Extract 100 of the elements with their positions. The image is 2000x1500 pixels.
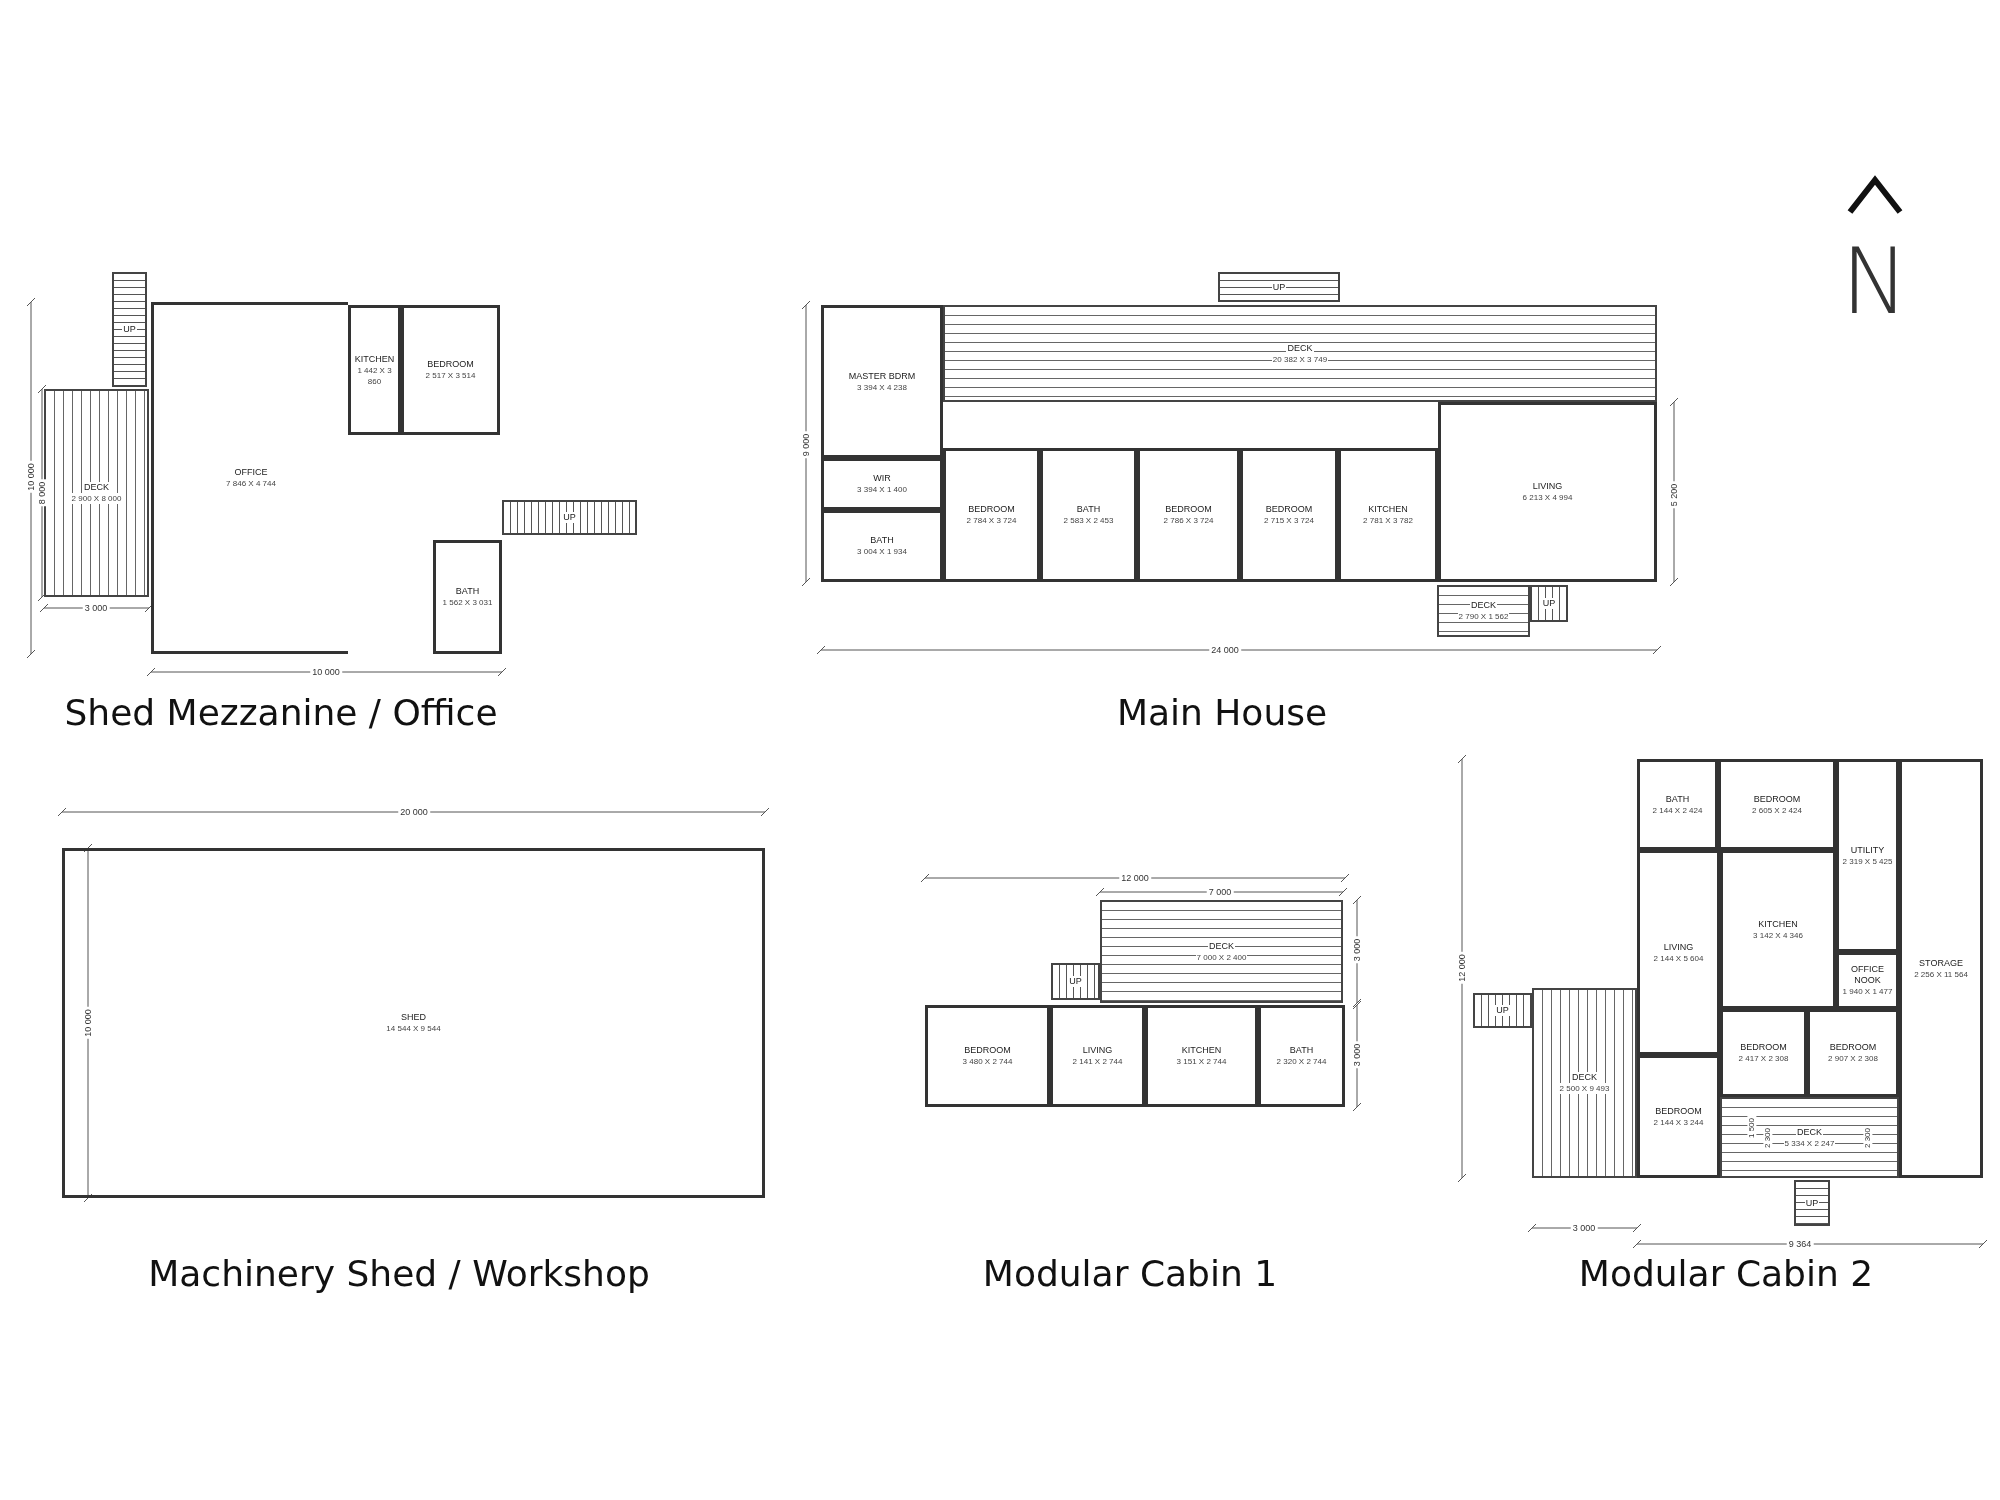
deck [44,389,149,597]
room-name: LIVING [1081,1045,1114,1056]
room [943,448,1040,582]
stair-direction-label: UP [1495,1005,1510,1016]
dimension-label: 3 000 [1351,1041,1363,1069]
room [1718,759,1836,850]
room-dimensions: 6 213 X 4 994 [1521,492,1574,503]
room-name: LIVING [1662,941,1695,953]
room-name: SHED [400,1012,427,1023]
dimension-label: 3 000 [82,602,110,614]
room [401,305,500,435]
room-name: BEDROOM [1828,1042,1878,1053]
room-dimensions: 3 004 X 1 934 [856,546,908,557]
room [62,848,765,1198]
room [1637,759,1718,850]
room-dimensions: 14 544 X 9 544 [385,1023,442,1034]
room-name: DECK [1286,342,1314,354]
room-name: BATH [869,535,895,546]
stair [1051,963,1100,1000]
room-dimensions: 2 786 X 3 724 [1162,515,1215,526]
north-label: N [1840,230,1910,334]
room [1836,952,1899,1009]
stair [1473,993,1532,1028]
deck [1532,988,1637,1178]
room-dimensions: 2 781 X 3 782 [1362,515,1414,526]
dimension-label: 10 000 [25,461,37,493]
room [821,458,943,510]
room [348,305,401,435]
dimension-label: 3 000 [1570,1222,1598,1234]
room-dimensions: 2 784 X 3 724 [965,515,1018,526]
room [1040,448,1137,582]
room-name: BEDROOM [1752,793,1802,805]
room-name: MASTER BDRM [847,370,917,382]
room-dimensions: 3 151 X 2 744 [1175,1056,1228,1067]
room-name: BEDROOM [967,504,1016,515]
room-name: KITCHEN [1180,1045,1223,1056]
room-name: BEDROOM [1164,504,1213,515]
room [1050,1005,1145,1107]
room [151,302,348,654]
dimension-label: 3 000 [1351,936,1363,964]
stair [502,500,637,535]
dimension-label: 2 300 [1763,1126,1773,1150]
room-dimensions: 2 715 X 3 724 [1263,515,1315,526]
room-name: DECK [1796,1126,1823,1138]
room-name: BATH [1288,1045,1315,1056]
deck [1437,585,1530,637]
room [1637,850,1720,1055]
room-name: KITCHEN [353,353,396,365]
room-dimensions: 1 940 X 1 477 [1841,986,1894,997]
dimension-label: 8 000 [36,479,48,507]
room-name: BEDROOM [1264,504,1314,515]
room-name: BATH [454,586,481,597]
stair-direction-label: UP [1804,1197,1820,1209]
stair [1530,585,1568,622]
plan-caption: Modular Cabin 1 [982,1252,1278,1294]
room-name: OFFICE [233,467,269,478]
stair-direction-label: UP [562,512,577,523]
room-name: UTILITY [1849,844,1886,856]
room-name: BEDROOM [426,359,475,370]
dimension-label: 10 000 [310,666,342,678]
dimension-label: 2 300 [1863,1126,1873,1150]
room [1338,448,1438,582]
room-name: BATH [1075,504,1102,515]
stair-direction-label: UP [1068,976,1083,987]
stair [112,272,147,387]
room-dimensions: 2 583 X 2 453 [1062,515,1115,526]
room-dimensions: 2 900 X 8 000 [70,493,123,504]
room-name: BEDROOM [1654,1105,1703,1117]
dimension-label: 24 000 [1209,644,1241,656]
dimension-label: 1 500 [1747,1116,1757,1140]
room [1145,1005,1258,1107]
room-dimensions: 2 790 X 1 562 [1457,611,1510,622]
stair-direction-label: UP [1541,598,1557,609]
room-name: BEDROOM [1739,1042,1788,1053]
dimension-label: 10 000 [82,1007,94,1039]
stair [1794,1180,1830,1226]
dimension-label: 12 000 [1456,952,1468,984]
plan-caption: Modular Cabin 2 [1578,1252,1874,1294]
stair-direction-label: UP [122,324,137,335]
room-dimensions: 7 846 X 4 744 [225,478,277,489]
room [1137,448,1240,582]
room-name: BATH [1664,793,1691,805]
deck [1100,900,1343,1003]
deck [943,305,1657,402]
dimension-label: 5 200 [1668,481,1680,509]
room [821,305,943,458]
dimension-label: 7 000 [1206,886,1234,898]
room [821,510,943,582]
dimension-label: 20 000 [398,806,430,818]
room-dimensions: 3 394 X 1 400 [856,484,908,495]
room-dimensions: 2 141 X 2 744 [1071,1056,1124,1067]
dimension-label: 9 364 [1786,1238,1814,1250]
stair [1218,272,1340,302]
room [1258,1005,1345,1107]
room-name: WIR [872,473,892,484]
room-dimensions: 1 562 X 3 031 [441,597,494,608]
room [925,1005,1050,1107]
plan-caption: Shed Mezzanine / Office [64,691,498,733]
room-name: KITCHEN [1757,918,1799,930]
room [433,540,502,654]
